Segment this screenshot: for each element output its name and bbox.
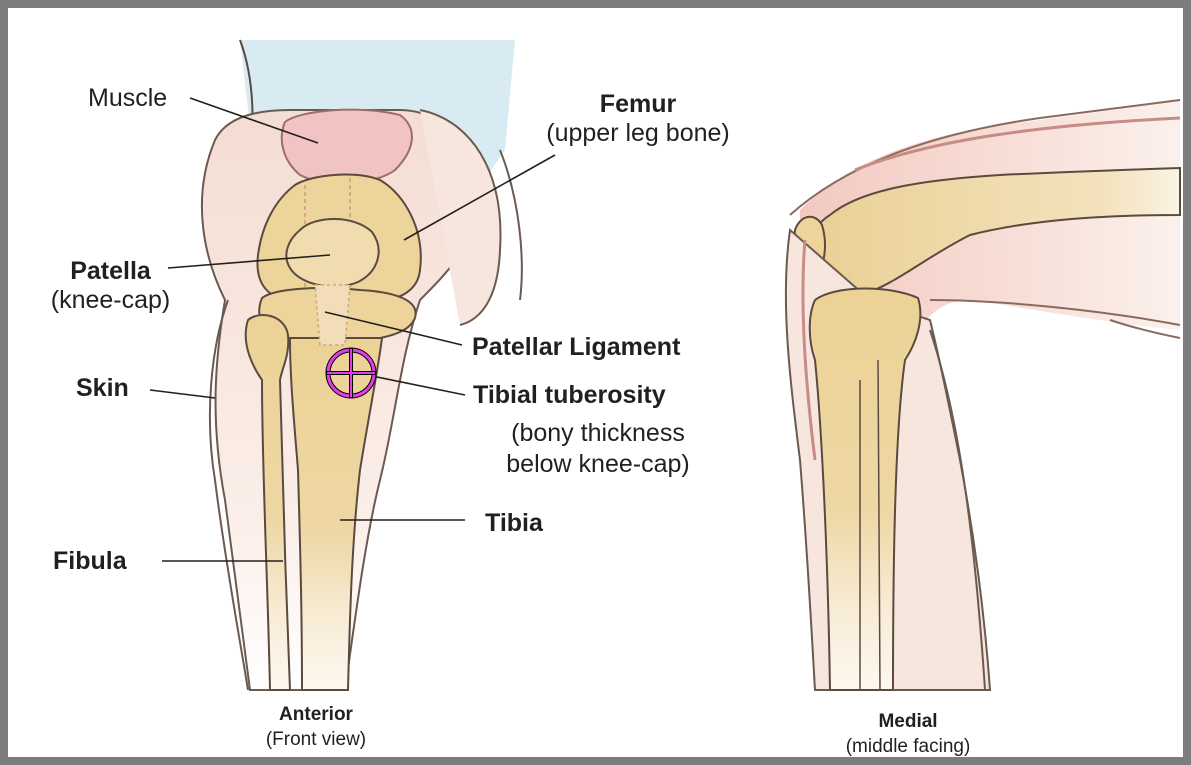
- label-femur: Femur: [528, 89, 748, 119]
- patella-bone: [286, 219, 378, 287]
- crosshair-target-icon[interactable]: [326, 348, 376, 398]
- label-femur-sub: (upper leg bone): [478, 118, 798, 148]
- label-fibula: Fibula: [53, 546, 127, 576]
- label-muscle: Muscle: [88, 83, 167, 113]
- anterior-view-title: Anterior: [226, 703, 406, 727]
- label-patella: Patella: [48, 256, 173, 286]
- label-tibia: Tibia: [485, 508, 543, 538]
- medial-view-drawing: [786, 100, 1180, 690]
- label-tibial-tuberosity: Tibial tuberosity: [473, 380, 666, 410]
- label-skin: Skin: [76, 373, 129, 403]
- quadriceps-muscle: [282, 110, 412, 184]
- label-patella-sub: (knee-cap): [28, 285, 193, 315]
- anterior-view-subtitle: (Front view): [226, 728, 406, 752]
- label-patellar-ligament: Patellar Ligament: [472, 332, 680, 362]
- label-tibial-tuberosity-sub2: below knee-cap): [463, 449, 733, 479]
- label-tibial-tuberosity-sub1: (bony thickness: [463, 418, 733, 448]
- anterior-view-drawing: [202, 40, 522, 690]
- patellar-ligament: [315, 285, 350, 345]
- medial-view-title: Medial: [808, 710, 1008, 734]
- medial-view-subtitle: (middle facing): [798, 735, 1018, 759]
